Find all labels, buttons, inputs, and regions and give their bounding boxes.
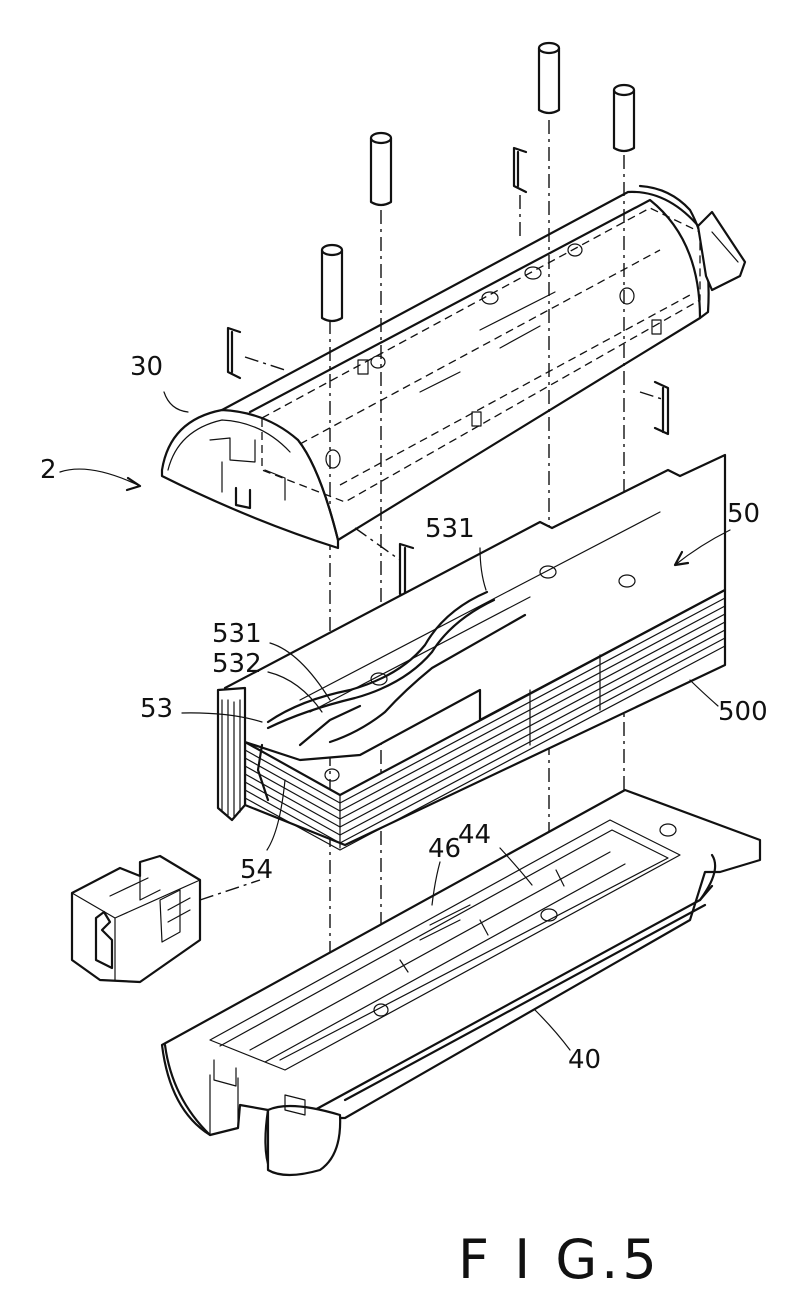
label-stack-laminations: 500 <box>718 697 768 727</box>
label-terminal: 54 <box>240 855 273 885</box>
lower-housing <box>160 788 762 1177</box>
label-wire-b: 531 <box>212 619 262 649</box>
pin-3 <box>537 41 561 115</box>
label-assembly: 2 <box>40 455 57 485</box>
label-wire-c: 532 <box>212 649 262 679</box>
clip-3 <box>653 380 670 436</box>
label-groove: 46 <box>428 834 461 864</box>
label-wire-bundle: 53 <box>140 694 173 724</box>
reference-numerals: 2 30 50 531 531 532 53 500 54 46 44 40 <box>40 352 768 1075</box>
pin-1 <box>320 243 344 323</box>
clip-2 <box>512 146 528 194</box>
label-wire-a: 531 <box>425 514 475 544</box>
leader-lines <box>59 391 731 1051</box>
clip-1 <box>226 326 242 380</box>
end-block <box>70 854 261 984</box>
label-lower-housing: 40 <box>568 1045 601 1075</box>
figure-caption: F I G.5 <box>458 1228 661 1291</box>
pin-4 <box>612 83 636 153</box>
label-core-stack: 50 <box>727 499 760 529</box>
label-upper-housing: 30 <box>130 352 163 382</box>
label-hole: 44 <box>458 820 491 850</box>
upper-housing <box>160 184 747 550</box>
pin-2 <box>369 131 393 207</box>
core-stack <box>216 453 727 851</box>
